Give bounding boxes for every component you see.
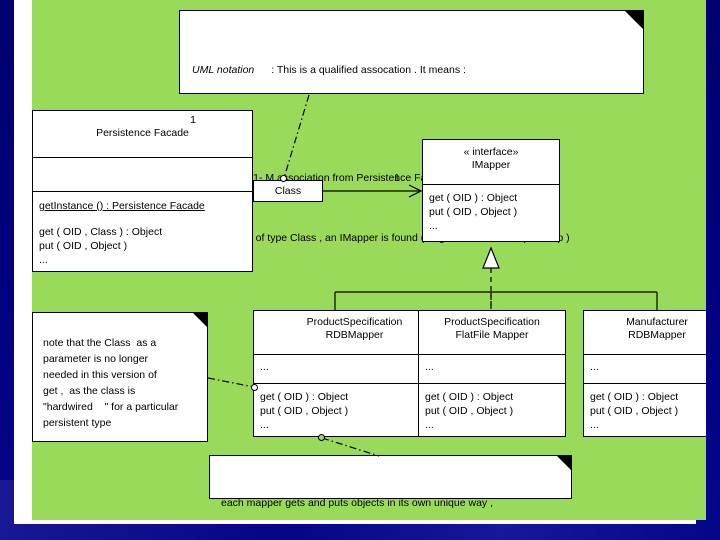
- facade-op-put: put ( OID , Object ): [39, 240, 128, 252]
- mapper-1-divider-2: [419, 383, 565, 384]
- note-class-parameter-text: note that the Class as a parameter is no…: [43, 337, 179, 429]
- class-manufacturer-rdbmapper[interactable]: Manufacturer RDBMapper ... get ( OID ) :…: [583, 310, 706, 437]
- mapper-2-name-line1: Manufacturer: [626, 316, 688, 328]
- mapper-2-divider-2: [584, 383, 706, 384]
- imapper-class-name: IMapper: [471, 159, 511, 171]
- qualifier-anchor-dot: [280, 175, 287, 182]
- imapper-multiplicity: 1: [394, 172, 400, 184]
- note-uml-notation-line1: : This is a qualified assocation . It me…: [271, 64, 466, 76]
- qualifier-label: Class: [274, 185, 302, 197]
- slide-content-frame: UML notation : This is a qualified assoc…: [14, 0, 706, 524]
- note-mapper-behavior: each mapper gets and puts objects in its…: [209, 455, 572, 509]
- facade-class-name: Persistence Facade: [96, 127, 189, 139]
- note-class-parameter: note that the Class as a parameter is no…: [32, 312, 208, 442]
- mapper-1-op-ellipsis: ...: [425, 419, 434, 431]
- facade-divider-1: [33, 157, 252, 158]
- mapper-2-op-get: get ( OID ) : Object: [590, 391, 679, 403]
- mapper-2-name-line2: RDBMapper: [628, 329, 686, 341]
- mapper-1-attributes: ...: [425, 361, 434, 373]
- mapper-0-name-line2: RDBMapper: [325, 329, 384, 341]
- mapper-1-op-get: get ( OID ) : Object: [425, 391, 514, 403]
- note-fold-icon: [625, 11, 643, 29]
- note-fold-icon: [193, 313, 207, 327]
- note-link-mapper-behavior: [321, 437, 380, 457]
- note-uml-notation-label: UML notation: [192, 64, 255, 76]
- note-uml-notation: UML notation : This is a qualified assoc…: [179, 10, 644, 244]
- qualifier-class-box[interactable]: Class: [253, 180, 323, 202]
- mapper-bottom-anchor-dot: [318, 434, 325, 441]
- mapper-2-divider-1: [584, 354, 706, 355]
- mapper-0-attributes: ...: [260, 361, 269, 373]
- note-fold-icon: [557, 456, 571, 470]
- facade-static-op: getInstance () : Persistence Facade: [39, 200, 205, 212]
- mapper-0-divider-2: [254, 383, 455, 384]
- mapper-1-op-put: put ( OID , Object ): [425, 405, 514, 417]
- mapper-0-op-ellipsis: ...: [260, 419, 269, 431]
- note-uml-notation-line3: 2. With a key of type Class , an IMapper…: [192, 232, 570, 244]
- diagram-canvas: UML notation : This is a qualified assoc…: [32, 0, 706, 520]
- mapper-1-divider-1: [419, 354, 565, 355]
- mapper-1-name-line2: FlatFile Mapper: [455, 329, 529, 341]
- note-mapper-behavior-line1: each mapper gets and puts objects in its…: [221, 497, 493, 509]
- mapper-2-op-put: put ( OID , Object ): [590, 405, 679, 417]
- mapper-0-name-line1: ProductSpecification: [306, 316, 403, 328]
- facade-op-ellipsis: ...: [39, 254, 48, 266]
- note-link-class-parameter: [207, 377, 255, 388]
- facade-attributes: [33, 158, 252, 191]
- class-productspecification-flatfilemapper[interactable]: ProductSpecification FlatFile Mapper ...…: [418, 310, 566, 437]
- class-imapper[interactable]: « interface» IMapper get ( OID ) : Objec…: [422, 139, 560, 242]
- facade-divider-2: [33, 191, 252, 192]
- mapper-0-op-put: put ( OID , Object ): [260, 405, 349, 417]
- imapper-divider-1: [423, 184, 559, 185]
- imapper-op-get: get ( OID ) : Object: [429, 192, 518, 204]
- imapper-op-put: put ( OID , Object ): [429, 206, 518, 218]
- imapper-stereotype: « interface»: [463, 146, 519, 158]
- mapper-0-divider-1: [254, 354, 455, 355]
- mapper-get-anchor-dot: [251, 384, 258, 391]
- class-persistence-facade[interactable]: 1 Persistence Facade getInstance () : Pe…: [32, 110, 253, 272]
- imapper-op-ellipsis: ...: [429, 220, 438, 232]
- mapper-2-op-ellipsis: ...: [590, 419, 599, 431]
- mapper-1-name-line1: ProductSpecification: [444, 316, 540, 328]
- facade-op-get: get ( OID , Class ) : Object: [39, 226, 163, 238]
- facade-multiplicity: 1: [190, 114, 196, 126]
- mapper-2-attributes: ...: [590, 361, 599, 373]
- mapper-0-op-get: get ( OID ) : Object: [260, 391, 349, 403]
